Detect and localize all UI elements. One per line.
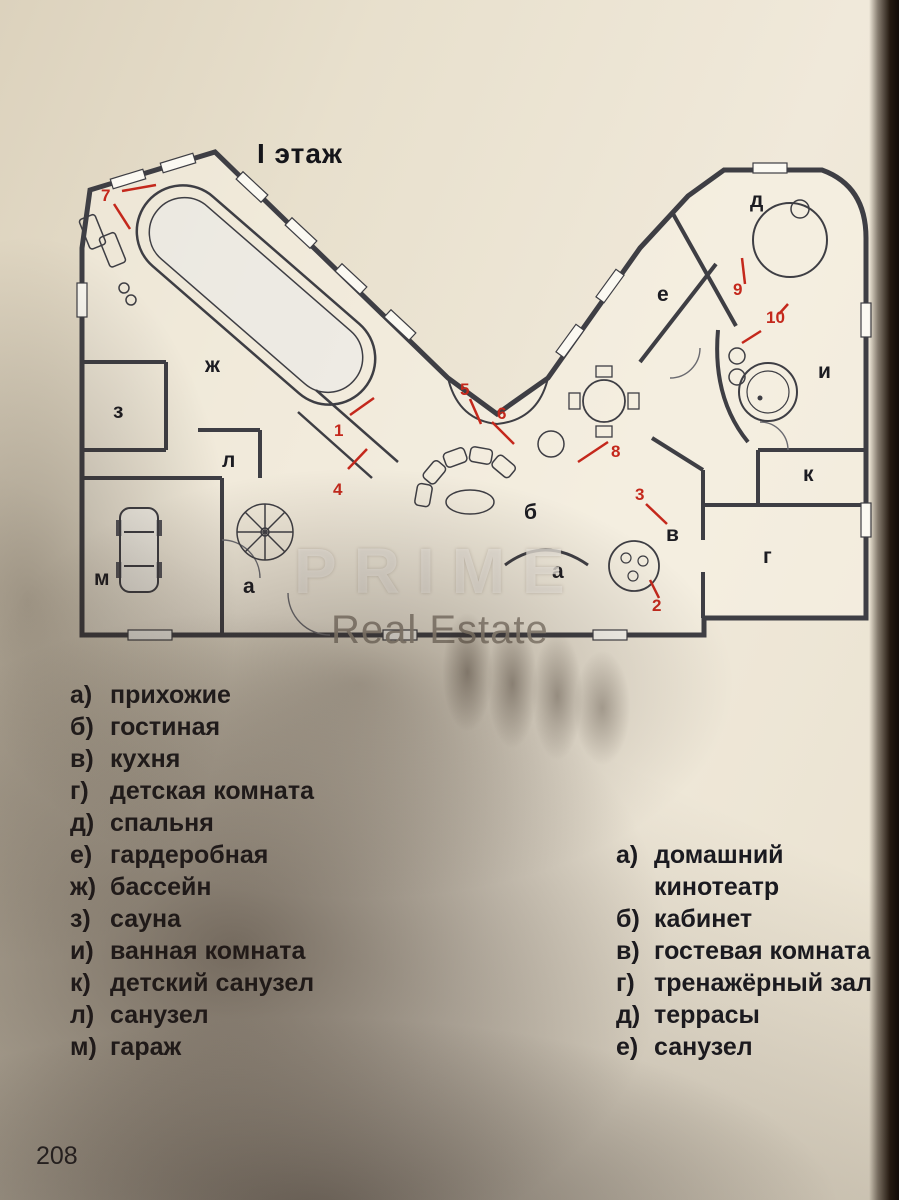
- marker-1: 1: [334, 421, 343, 440]
- watermark-real-estate: Real Estate: [331, 608, 549, 652]
- legend-item-label: детская комната: [110, 777, 314, 805]
- legend-item-label: гостиная: [110, 713, 221, 741]
- legend-item: г) тренажёрный зал: [616, 967, 878, 999]
- legend-item-key: г): [616, 969, 635, 997]
- room-label-d: д: [750, 189, 763, 212]
- marker-5: 5: [460, 380, 469, 399]
- legend-item-key: к): [70, 969, 91, 997]
- legend-item: д) террасы: [616, 999, 878, 1031]
- legend-item-key: д): [616, 1001, 641, 1029]
- legend-item-key: и): [70, 937, 94, 965]
- marker-10: 10: [766, 308, 785, 327]
- legend-item: д) спальня: [70, 807, 314, 839]
- marker-9: 9: [733, 280, 742, 299]
- legend-item-label: санузел: [110, 1001, 209, 1029]
- legend-item-key: в): [70, 745, 94, 773]
- legend-item-key: д): [70, 809, 95, 837]
- room-label-v: в: [666, 523, 679, 546]
- legend-left-column: а) прихожие б) гостиная в) кухня г) детс…: [70, 679, 314, 1063]
- legend-item-key: е): [70, 841, 93, 869]
- legend-item-label: спальня: [110, 809, 214, 837]
- legend-item: е) гардеробная: [70, 839, 314, 871]
- legend-right-column: а) домашний кинотеатр б) кабинет в) гост…: [616, 839, 878, 1063]
- room-label-e: е: [657, 283, 669, 306]
- watermark-prime: PRIME: [294, 535, 582, 607]
- marker-3: 3: [635, 485, 644, 504]
- legend-item-label: ванная комната: [110, 937, 306, 965]
- legend-item-key: л): [70, 1001, 95, 1029]
- legend-item: м) гараж: [70, 1031, 314, 1063]
- room-label-l: л: [222, 449, 235, 472]
- legend-item-label: санузел: [654, 1033, 753, 1061]
- legend-item: е) санузел: [616, 1031, 878, 1063]
- legend-item-key: б): [70, 713, 94, 741]
- spiral-staircase-icon: [236, 503, 294, 561]
- legend-item-label: кабинет: [654, 905, 753, 933]
- legend-item: в) гостевая комната: [616, 935, 878, 967]
- car-icon: [116, 507, 162, 593]
- legend-item-key: г): [70, 777, 89, 805]
- legend-item: ж) бассейн: [70, 871, 314, 903]
- legend-item-key: в): [616, 937, 640, 965]
- room-label-g: г: [763, 545, 772, 568]
- legend-item: б) кабинет: [616, 903, 878, 935]
- legend-item-key: з): [70, 905, 91, 933]
- marker-2: 2: [652, 596, 661, 615]
- legend-item: з) сауна: [70, 903, 314, 935]
- marker-4: 4: [333, 480, 343, 499]
- room-label-zh: ж: [204, 354, 221, 377]
- legend-item-label: тренажёрный зал: [654, 969, 872, 997]
- legend-item: а) прихожие: [70, 679, 314, 711]
- marker-8: 8: [611, 442, 620, 461]
- legend-item-label: кухня: [110, 745, 181, 773]
- legend-item: в) кухня: [70, 743, 314, 775]
- legend-item: л) санузел: [70, 999, 314, 1031]
- legend-item: б) гостиная: [70, 711, 314, 743]
- legend-item-key: ж): [70, 873, 97, 901]
- legend-item-key: м): [70, 1033, 97, 1061]
- page-number: 208: [36, 1142, 78, 1170]
- legend-item-label: детский санузел: [110, 969, 315, 997]
- room-label-k: к: [803, 463, 814, 486]
- legend-item-label: гараж: [110, 1033, 182, 1061]
- room-label-a1: а: [243, 575, 255, 598]
- legend-item-key: а): [70, 681, 93, 709]
- legend-item-label: сауна: [110, 905, 182, 933]
- legend-item: и) ванная комната: [70, 935, 314, 967]
- legend-item-label: домашний кинотеатр: [654, 841, 784, 901]
- marker-7: 7: [101, 186, 110, 205]
- room-label-b: б: [524, 501, 537, 524]
- legend-item-label: гостевая комната: [654, 937, 871, 965]
- legend-item-label: бассейн: [110, 873, 212, 901]
- legend-item-label: террасы: [654, 1001, 760, 1029]
- legend-item-label: гардеробная: [110, 841, 269, 869]
- room-label-m: м: [94, 567, 110, 590]
- legend-item-label: прихожие: [110, 681, 231, 709]
- legend-item: а) домашний кинотеатр: [616, 839, 878, 903]
- marker-6: 6: [497, 404, 506, 423]
- room-label-i: и: [818, 360, 831, 383]
- legend-item-key: е): [616, 1033, 639, 1061]
- room-label-z: з: [113, 400, 123, 423]
- legend-item-key: а): [616, 841, 639, 869]
- page-title: I этаж: [257, 138, 343, 169]
- legend-item-key: б): [616, 905, 640, 933]
- legend-item: к) детский санузел: [70, 967, 314, 999]
- legend-item: г) детская комната: [70, 775, 314, 807]
